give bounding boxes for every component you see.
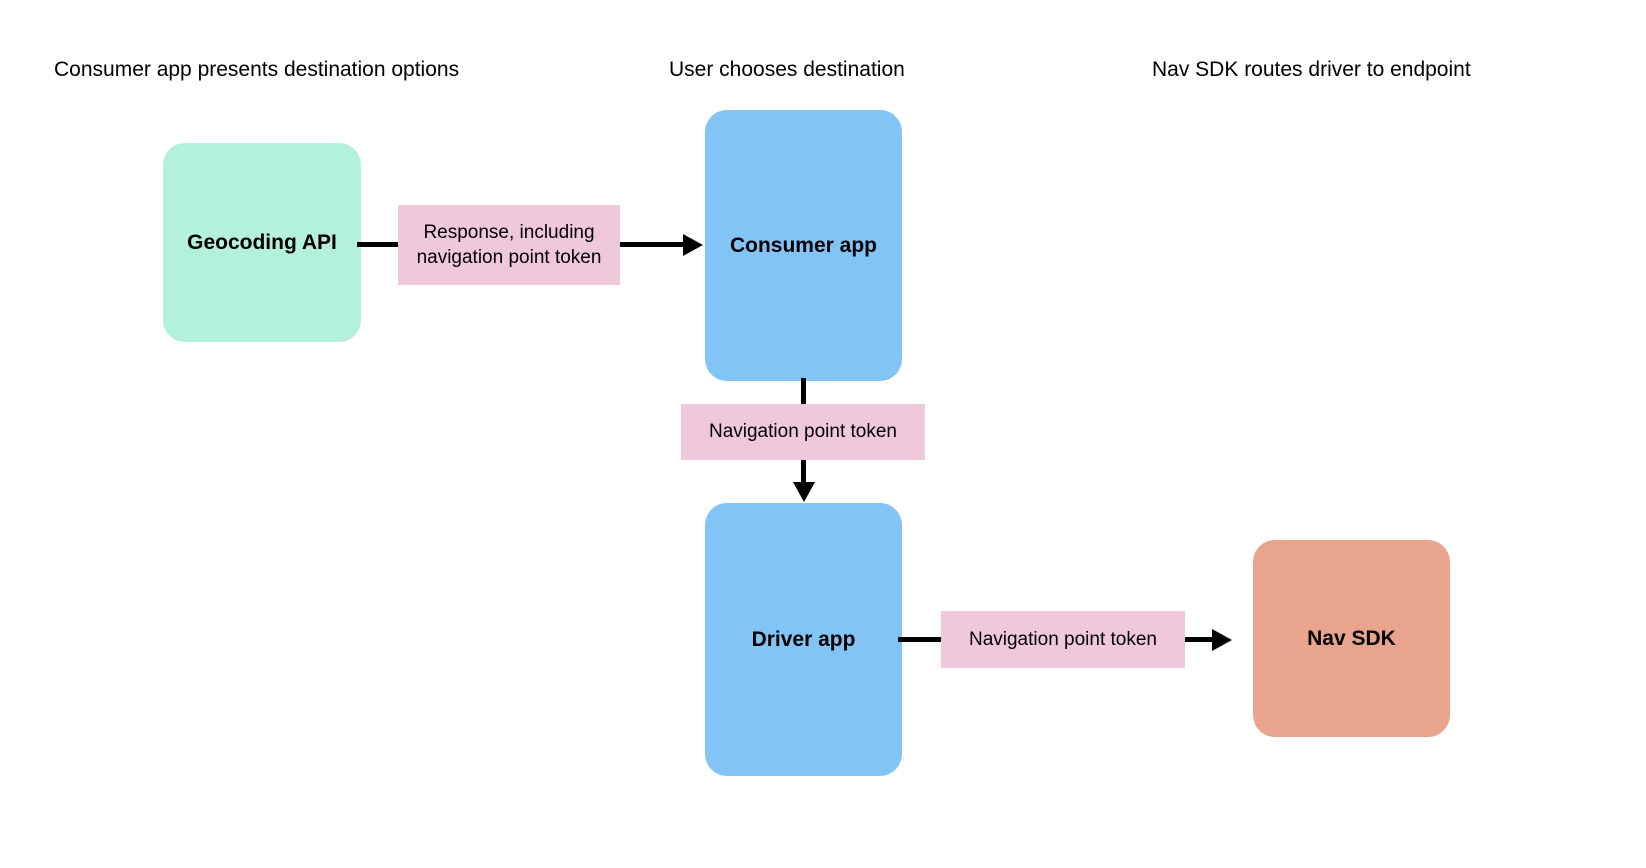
- node-consumer-app[interactable]: Consumer app: [705, 110, 902, 381]
- edge-label-navigation-point-token-middle: Navigation point token: [681, 404, 925, 460]
- node-consumer-app-label: Consumer app: [729, 233, 878, 257]
- connector-driver-app-to-label: [898, 637, 945, 642]
- node-driver-app-label: Driver app: [751, 627, 856, 651]
- connector-consumer-app-to-label: [801, 378, 806, 408]
- column-header-user-chooses: User chooses destination: [669, 58, 905, 81]
- arrowhead-right-icon-consumer-app: [683, 234, 703, 256]
- node-geocoding-api-label: Geocoding API: [187, 230, 337, 254]
- connector-label-to-nav-sdk: [1182, 637, 1214, 642]
- node-geocoding-api[interactable]: Geocoding API: [163, 143, 361, 342]
- node-nav-sdk[interactable]: Nav SDK: [1253, 540, 1450, 737]
- edge-label-navigation-point-token-bottom: Navigation point token: [941, 611, 1185, 668]
- arrowhead-down-icon-driver-app: [793, 482, 815, 502]
- edge-label-navigation-point-token-middle-text: Navigation point token: [708, 421, 897, 443]
- edge-label-navigation-point-token-bottom-text: Navigation point token: [968, 628, 1157, 650]
- edge-label-response-including-navigation-point-token: Response, including navigation point tok…: [398, 205, 620, 285]
- node-nav-sdk-label: Nav SDK: [1307, 626, 1396, 650]
- column-header-nav-sdk: Nav SDK routes driver to endpoint: [1152, 58, 1471, 81]
- connector-label-to-driver-app: [801, 456, 806, 484]
- connector-geocoding-to-label: [357, 242, 402, 247]
- connector-label-to-consumer-app: [617, 242, 685, 247]
- node-driver-app[interactable]: Driver app: [705, 503, 902, 776]
- edge-label-response-text: Response, including navigation point tok…: [416, 221, 602, 268]
- column-header-consumer-app: Consumer app presents destination option…: [54, 58, 460, 81]
- arrowhead-right-icon-nav-sdk: [1212, 629, 1232, 651]
